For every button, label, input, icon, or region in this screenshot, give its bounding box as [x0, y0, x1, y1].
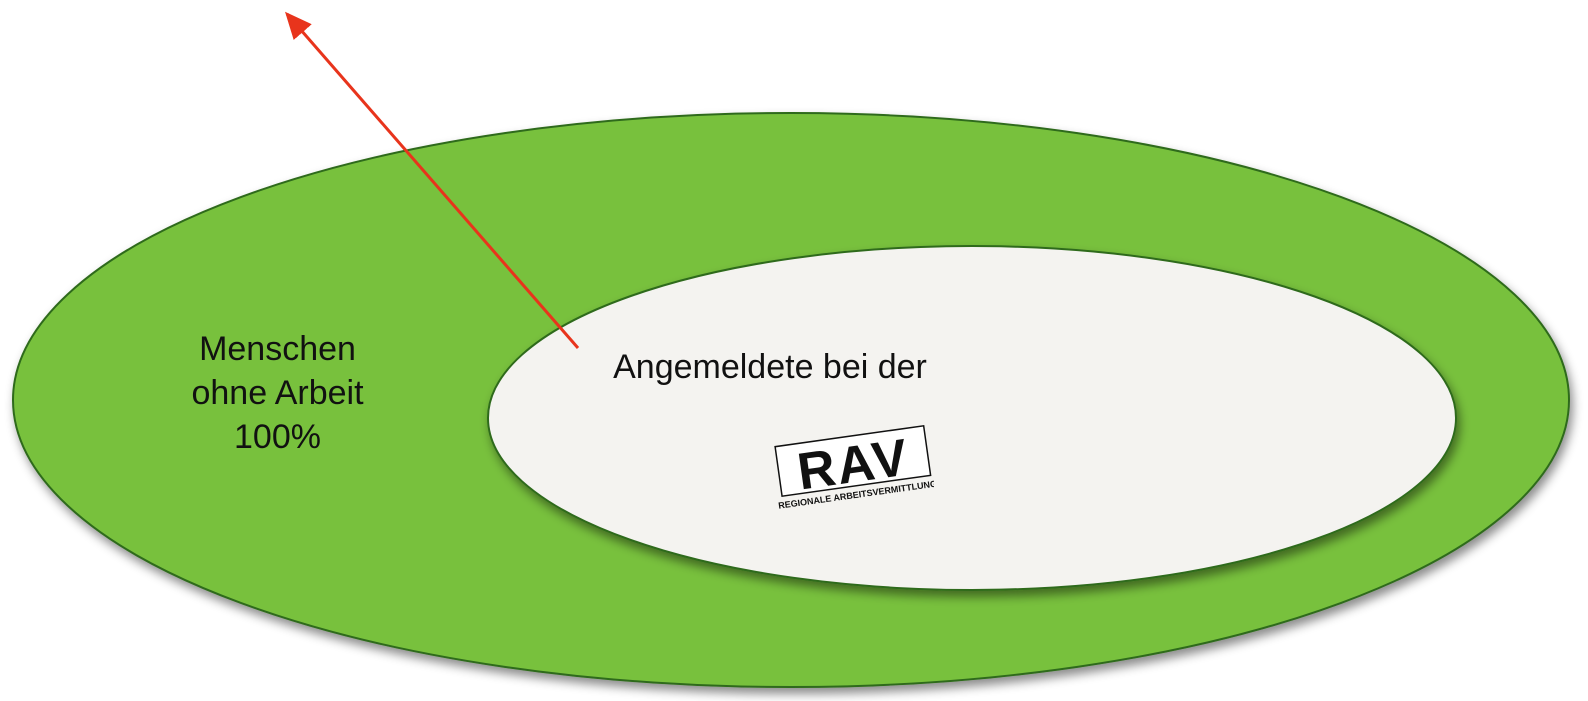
rav-logo-frame: [774, 424, 932, 498]
outer-set-label: Menschen ohne Arbeit 100%: [150, 327, 405, 460]
outer-label-line-3: 100%: [234, 418, 321, 457]
inner-set-label: Angemeldete bei der: [613, 348, 927, 386]
outer-label-line-2: ohne Arbeit: [191, 374, 364, 413]
rav-logo: RAV REGIONALE ARBEITSVERMITTLUNG: [774, 424, 934, 511]
outer-label-line-1: Menschen: [199, 330, 356, 368]
inner-set-ellipse: [487, 245, 1457, 591]
red-arrow: [285, 11, 580, 349]
